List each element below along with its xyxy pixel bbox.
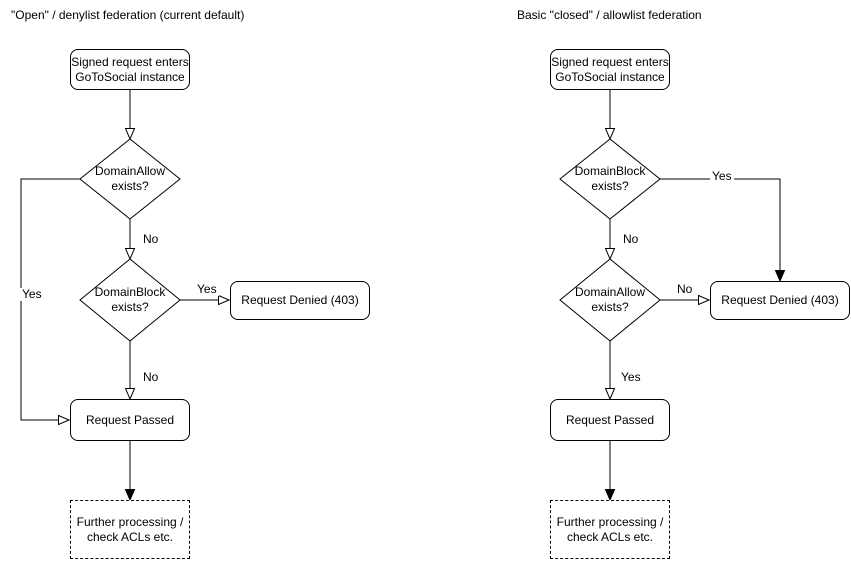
chart-title: Basic "closed" / allowlist federation	[517, 8, 702, 22]
edge-label-decision1-yes: Yes	[710, 169, 734, 183]
flowchart-closed-allowlist: Basic "closed" / allowlist federation Si…	[480, 0, 851, 561]
edge-label-decision2-no: No	[675, 282, 695, 296]
edge-label-decision2-yes: Yes	[619, 370, 643, 384]
node-start: Signed request enters GoToSocial instanc…	[550, 49, 670, 90]
edge-label-decision1-no: No	[621, 232, 641, 246]
edge-label-decision2-no: No	[141, 370, 161, 384]
edge-label-decision1-yes: Yes	[20, 287, 44, 301]
decision2-diamond	[79, 258, 181, 342]
node-decision1-label: DomainBlock exists?	[574, 164, 646, 193]
flowchart-open-denylist: "Open" / denylist federation (current de…	[0, 0, 371, 561]
node-further-processing: Further processing / check ACLs etc.	[70, 500, 190, 559]
edge-decision1-yes-to-denied	[660, 178, 786, 283]
edge-label-decision2-yes: Yes	[195, 282, 219, 296]
node-request-denied: Request Denied (403)	[710, 281, 850, 320]
node-decision2-label: DomainBlock exists?	[94, 285, 166, 314]
node-request-denied: Request Denied (403)	[230, 281, 370, 320]
node-request-passed: Request Passed	[70, 399, 190, 441]
node-decision2-label: DomainAllow exists?	[574, 285, 646, 314]
node-request-passed: Request Passed	[550, 399, 670, 441]
decision1-diamond	[79, 138, 181, 220]
node-decision1-label: DomainAllow exists?	[94, 164, 166, 193]
node-further-processing: Further processing / check ACLs etc.	[550, 500, 670, 559]
chart-title: "Open" / denylist federation (current de…	[11, 8, 245, 22]
decision2-diamond	[559, 258, 661, 342]
decision1-diamond	[559, 138, 661, 220]
flowchart-closed-connectors	[559, 90, 786, 502]
node-start: Signed request enters GoToSocial instanc…	[70, 49, 190, 90]
edge-label-decision1-no: No	[141, 232, 161, 246]
flowchart-open-connectors	[20, 90, 231, 502]
